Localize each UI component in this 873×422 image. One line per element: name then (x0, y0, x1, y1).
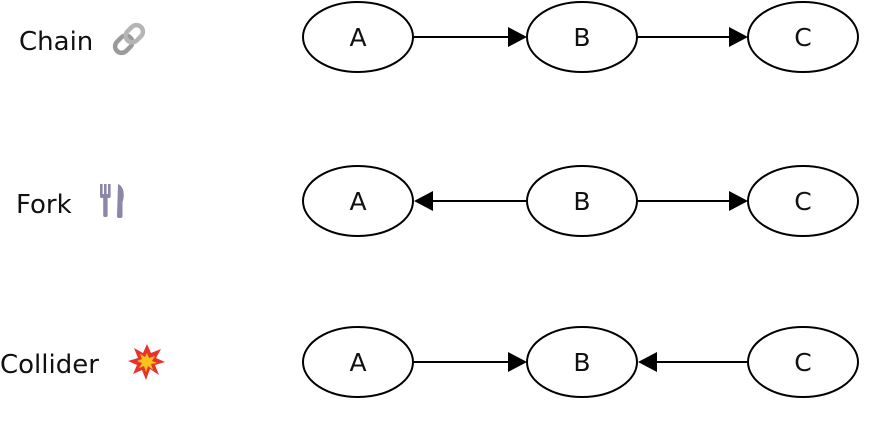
node-c: C (747, 326, 859, 398)
row-label-collider: Collider (0, 350, 99, 380)
nodes-fork: A B C (302, 165, 859, 237)
arrow-head (414, 191, 433, 211)
node-a: A (302, 165, 414, 237)
link-icon (112, 22, 146, 56)
nodes-chain: A B C (302, 1, 859, 73)
node-label: A (349, 23, 366, 52)
row-label-chain: Chain (19, 27, 93, 57)
node-ellipse (302, 165, 414, 237)
arrow-head (638, 352, 657, 372)
edges-collider (413, 352, 748, 372)
edge-b-to-c (637, 27, 748, 47)
node-label: B (573, 187, 590, 216)
node-label: C (794, 187, 811, 216)
edge-b-to-c (637, 191, 748, 211)
edge-a-to-b (413, 27, 527, 47)
node-label: C (794, 348, 811, 377)
arrow-head (729, 191, 748, 211)
edges-fork (414, 191, 748, 211)
node-label: A (349, 348, 366, 377)
node-c: C (747, 1, 859, 73)
row-fork: Fork A B C (16, 165, 859, 237)
node-b: B (526, 165, 638, 237)
edge-a-to-b (413, 352, 527, 372)
node-c: C (747, 165, 859, 237)
node-a: A (302, 1, 414, 73)
node-a: A (302, 326, 414, 398)
node-label: B (573, 348, 590, 377)
arrow-head (508, 27, 527, 47)
row-collider: Collider A B C (0, 326, 859, 398)
node-label: A (349, 187, 366, 216)
row-chain: Chain A B C (19, 1, 859, 73)
row-label-fork: Fork (16, 190, 72, 220)
arrow-head (508, 352, 527, 372)
node-b: B (526, 1, 638, 73)
edges-chain (413, 27, 748, 47)
node-label: B (573, 23, 590, 52)
edge-b-to-a (414, 191, 527, 211)
fork-and-knife-icon (100, 184, 124, 218)
arrow-head (729, 27, 748, 47)
node-label: C (794, 23, 811, 52)
nodes-collider: A B C (302, 326, 859, 398)
node-b: B (526, 326, 638, 398)
edge-c-to-b (638, 352, 748, 372)
collision-icon (128, 344, 165, 380)
